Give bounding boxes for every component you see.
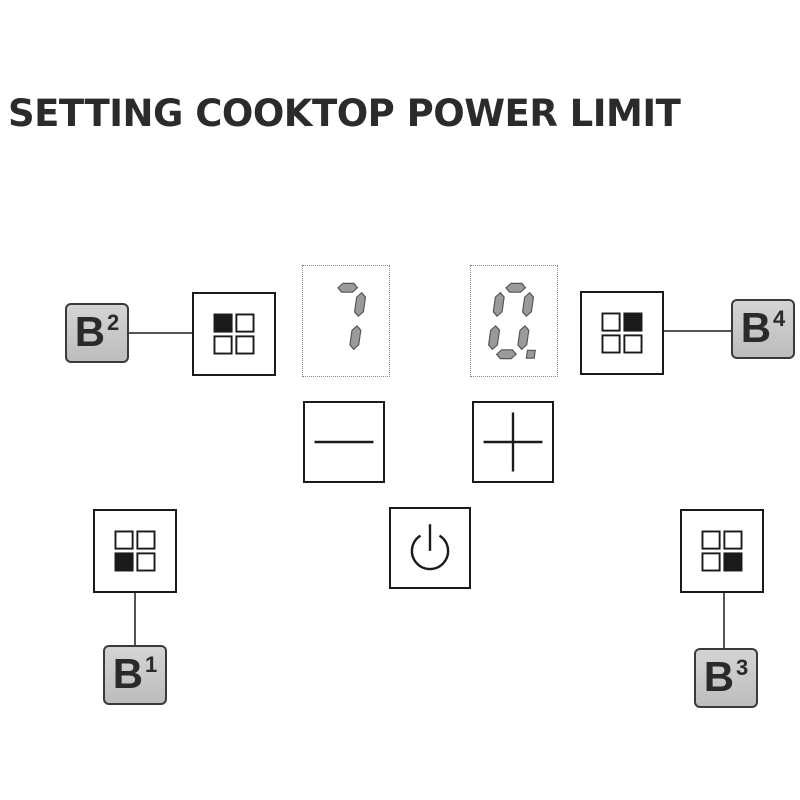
zone-cell-active (623, 312, 643, 332)
digit-segment-a (337, 282, 359, 293)
power-button[interactable] (389, 507, 471, 589)
plus-icon (483, 412, 543, 472)
zone-grid-icon (701, 530, 743, 572)
digit-segment-c (349, 325, 362, 351)
zone-key-b3[interactable] (680, 509, 764, 593)
zone-cell (601, 312, 621, 332)
zone-cell (701, 552, 721, 572)
zone-cell-active (213, 313, 233, 333)
zone-cell-active (114, 552, 134, 572)
label-b1-letter: B (112, 650, 144, 697)
minus-icon (314, 440, 374, 444)
digit-segment-c (517, 325, 530, 351)
label-b1-number: 1 (145, 652, 158, 677)
zone-cell (235, 335, 255, 355)
leader-line-b2 (128, 332, 192, 334)
page-title: SETTING COOKTOP POWER LIMIT (8, 92, 681, 135)
zone-cell (136, 552, 156, 572)
power-icon (410, 524, 450, 571)
decimal-point (525, 349, 536, 359)
seven-segment-digit-right (487, 282, 536, 360)
label-b4-number: 4 (773, 306, 786, 331)
zone-cell (701, 530, 721, 550)
label-b3-letter: B (703, 653, 735, 700)
minus-button[interactable] (303, 401, 385, 483)
label-b2-number: 2 (107, 310, 120, 335)
zone-grid-icon (601, 312, 643, 354)
digit-segment-f (492, 291, 505, 317)
zone-key-b1[interactable] (93, 509, 177, 593)
zone-cell (114, 530, 134, 550)
zone-cell (213, 335, 233, 355)
seven-segment-digit-left (337, 282, 367, 351)
zone-cell (723, 530, 743, 550)
zone-key-b4[interactable] (580, 291, 664, 375)
zone-cell-active (723, 552, 743, 572)
digit-segment-e (487, 325, 501, 351)
zone-grid-icon (114, 530, 156, 572)
label-b3-number: 3 (736, 655, 749, 680)
zone-grid-icon (213, 313, 255, 355)
digit-segment-b (353, 291, 367, 317)
leader-line-b4 (664, 330, 732, 332)
zone-key-b2[interactable] (192, 292, 276, 376)
zone-cell (235, 313, 255, 333)
digit-segment-b (521, 291, 535, 317)
leader-line-b1 (134, 593, 136, 645)
digit-segment-a (505, 282, 527, 293)
power-level-display-right (470, 265, 558, 377)
plus-button[interactable] (472, 401, 554, 483)
zone-cell (136, 530, 156, 550)
digit-segment-d (495, 349, 517, 360)
zone-cell (623, 334, 643, 354)
label-b4-letter: B (740, 304, 772, 351)
zone-cell (601, 334, 621, 354)
power-level-display-left (302, 265, 390, 377)
label-b2-letter: B (74, 308, 106, 355)
leader-line-b3 (723, 593, 725, 649)
